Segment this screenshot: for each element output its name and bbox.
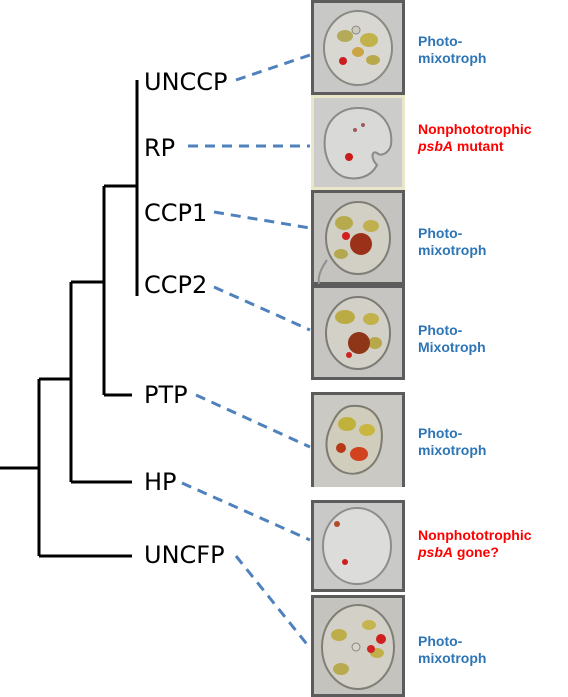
caption-line: psbA gone?: [418, 544, 532, 561]
taxon-label-uncfp: UNCFP: [144, 541, 225, 569]
caption-ptp: Photo- mixotroph: [418, 425, 486, 459]
connector-ptp: [195, 393, 311, 449]
gene-name: psbA: [418, 544, 453, 560]
taxon-label-ccp1: CCP1: [144, 199, 208, 227]
micrograph-unccp: [311, 0, 405, 95]
taxon-label-ccp2: CCP2: [144, 271, 208, 299]
caption-line: Nonphototrophic: [418, 121, 532, 137]
caption-ccp2: Photo- Mixotroph: [418, 322, 486, 356]
caption-line: Nonphototrophic: [418, 527, 532, 543]
caption-hp: Nonphototrophic psbA gone?: [418, 527, 532, 561]
caption-line: Photo-: [418, 633, 463, 649]
caption-line: Photo-: [418, 225, 463, 241]
taxon-label-unccp: UNCCP: [144, 68, 228, 96]
caption-suffix: gone?: [453, 544, 499, 560]
caption-line: Photo-: [418, 33, 463, 49]
caption-line: mixotroph: [418, 50, 487, 66]
gene-name: psbA: [418, 138, 453, 154]
caption-line: Photo-: [418, 425, 463, 441]
caption-rp: Nonphototrophic psbA mutant: [418, 121, 532, 155]
caption-line: mixotroph: [418, 442, 487, 458]
caption-line: psbA mutant: [418, 138, 532, 155]
micrograph-rp: [311, 95, 405, 190]
connector-ccp2: [213, 285, 311, 332]
caption-uncfp: Photo- mixotroph: [418, 633, 486, 667]
connector-hp: [181, 481, 311, 542]
caption-line: Mixotroph: [418, 339, 486, 355]
micrograph-ccp2: [311, 285, 405, 385]
caption-ccp1: Photo- mixotroph: [418, 225, 486, 259]
micrograph-ccp1: [311, 190, 405, 285]
micrograph-hp: [311, 500, 405, 592]
micrograph-ptp: [311, 392, 405, 490]
connector-uncfp: [234, 555, 312, 649]
connector-ccp1: [213, 210, 311, 230]
caption-unccp: Photo- mixotroph: [418, 33, 486, 67]
taxon-label-rp: RP: [144, 134, 176, 162]
caption-suffix: mutant: [453, 138, 504, 154]
caption-line: mixotroph: [418, 650, 487, 666]
taxon-label-ptp: PTP: [144, 381, 188, 409]
micrograph-uncfp: [311, 595, 405, 697]
caption-line: Photo-: [418, 322, 463, 338]
caption-line: mixotroph: [418, 242, 487, 258]
connector-unccp: [235, 53, 311, 82]
taxon-label-hp: HP: [144, 468, 177, 496]
